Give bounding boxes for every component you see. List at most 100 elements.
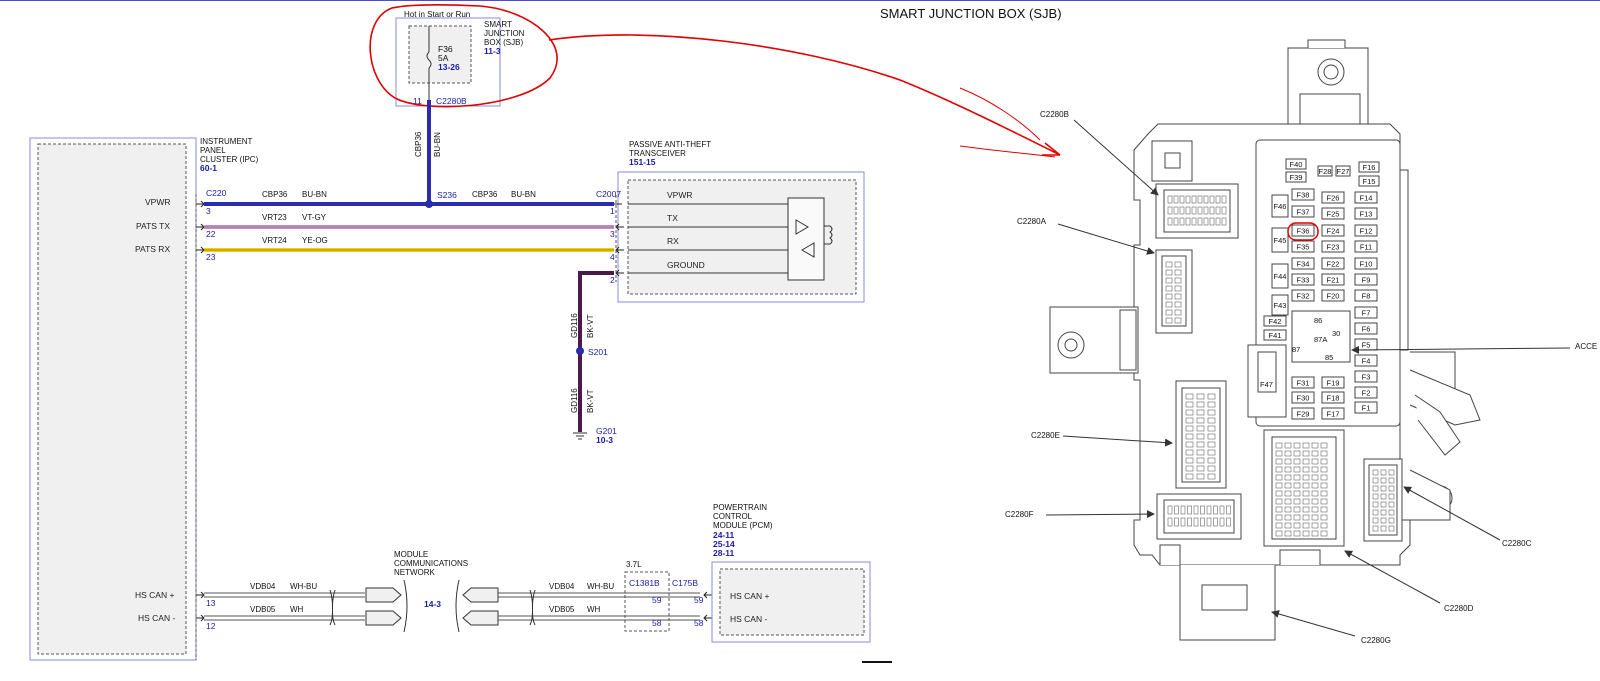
network-name-3: NETWORK [394, 568, 436, 577]
pin-arrow-icon [615, 223, 624, 231]
fuse-f43 [1271, 294, 1289, 316]
power-label: Hot in Start or Run [404, 10, 470, 19]
fuse-f6 [1354, 322, 1378, 335]
callout-c2280b: C2280B [1040, 110, 1069, 119]
connector-pin [1372, 501, 1379, 508]
connector-pin [1284, 522, 1292, 529]
connector-pin [1197, 217, 1203, 226]
pin-arrow-icon [703, 614, 712, 622]
connector-pin [1311, 522, 1319, 529]
sjb-fuse-block: Hot in Start or Run F36 5A 13-26 SMART J… [395, 10, 525, 107]
connector-pin [1372, 525, 1379, 532]
connector-pin [1320, 498, 1328, 505]
pats-name-1: PASSIVE ANTI-THEFT [629, 140, 711, 149]
connector-pin [1221, 195, 1227, 204]
fuse-label-f19: F19 [1327, 379, 1340, 388]
connector-pin [1174, 285, 1182, 292]
pcm-signal-can-plus: HS CAN + [730, 591, 769, 601]
callout-c2280c: C2280C [1502, 539, 1532, 548]
transceiver-block [787, 197, 825, 281]
connector-pin [1293, 482, 1301, 489]
connector-pin [1302, 506, 1310, 513]
connector-pin [1293, 474, 1301, 481]
pin-arrow-icon [615, 269, 624, 277]
connector-pin [1206, 517, 1212, 527]
wire-label: WH [290, 605, 304, 614]
connector-c2280e-body [1175, 380, 1227, 489]
connector-pin [1173, 195, 1179, 204]
fuse-label-f36: F36 [1297, 227, 1310, 236]
fuse-label-f35: F35 [1297, 243, 1310, 252]
connector-pin [1193, 505, 1199, 515]
fuse-f45 [1271, 227, 1289, 253]
connector-pin [1165, 269, 1173, 276]
wire-label: CBP36 [262, 190, 288, 199]
signal-hs-can-plus: HS CAN + [135, 590, 174, 600]
connector-pin [1302, 530, 1310, 537]
connector-pin [1185, 457, 1194, 464]
fuse-f27 [1335, 165, 1351, 177]
sjb-name-2: JUNCTION [484, 29, 525, 38]
connector-pin [1293, 506, 1301, 513]
connector-pin [1174, 301, 1182, 308]
fuse-label-f2: F2 [1362, 389, 1371, 398]
pin-number: 2 [610, 275, 615, 285]
connector-pin [1302, 482, 1310, 489]
connector-pin [1185, 449, 1194, 456]
pats-name-2: TRANSCEIVER [629, 149, 686, 158]
fuse-f39 [1285, 171, 1307, 183]
annotation-circle [369, 3, 558, 108]
fuse-label-f15: F15 [1363, 177, 1376, 186]
fuse-f3 [1354, 370, 1378, 383]
pats-module: PASSIVE ANTI-THEFT TRANSCEIVER 151-15 C2… [596, 140, 865, 303]
pin-number: 3 [610, 229, 615, 239]
wire-label: VDB04 [549, 582, 575, 591]
pin-number: 59 [694, 595, 704, 605]
connector-pin [1207, 433, 1216, 440]
connector-pin [1320, 482, 1328, 489]
connector-pin [1187, 517, 1192, 527]
splice-s201-label: S201 [588, 347, 608, 357]
connector-pin [1196, 425, 1205, 432]
pats-signal-rx: RX [667, 236, 679, 246]
connector-pin [1221, 217, 1227, 226]
pcm-ref-3: 28-11 [713, 548, 735, 558]
wire-label: VT-GY [302, 213, 327, 222]
pcm-module: POWERTRAIN CONTROL MODULE (PCM) 24-11 25… [711, 503, 871, 643]
connector-pin [1174, 269, 1182, 276]
fuse-f33 [1291, 273, 1315, 286]
connector-pin [1302, 442, 1310, 449]
connector-pin [1191, 217, 1197, 226]
pin-number: 13 [206, 598, 216, 608]
connector-pin [1311, 466, 1319, 473]
fuse-label-f47: F47 [1260, 380, 1273, 389]
connector-pin [1320, 522, 1328, 529]
fuse-label-f25: F25 [1327, 210, 1340, 219]
fuse-f1 [1354, 401, 1378, 414]
ground-g201-ref: 10-3 [596, 435, 613, 445]
fuse-f31 [1291, 376, 1315, 389]
connector-pin [1284, 482, 1292, 489]
fuse-f40 [1285, 158, 1307, 170]
connector-pin [1311, 482, 1319, 489]
pcm-ref-2: 25-14 [713, 539, 735, 549]
connector-pin [1284, 442, 1292, 449]
splice-s236 [425, 200, 433, 208]
relay-pin-86: 86 [1314, 316, 1322, 325]
network-name-2: COMMUNICATIONS [394, 559, 468, 568]
connector-pin [1215, 206, 1221, 215]
connector-pin [1165, 285, 1173, 292]
f36-highlight [1287, 222, 1319, 241]
connector-pin [1207, 441, 1216, 448]
tx-amplifier-icon [795, 219, 809, 235]
connector-pin [1320, 530, 1328, 537]
fuse-label-f1: F1 [1362, 404, 1371, 413]
fuse-f16 [1358, 161, 1380, 173]
connector-pin [1185, 409, 1194, 416]
connector-c1381b: C1381B [629, 578, 660, 588]
connector-c2280a-body [1155, 249, 1193, 334]
relay-pin-30: 30 [1332, 329, 1340, 338]
connector-pin [1219, 505, 1225, 515]
connector-pin [1185, 206, 1191, 215]
fuse-f47 [1247, 344, 1287, 418]
